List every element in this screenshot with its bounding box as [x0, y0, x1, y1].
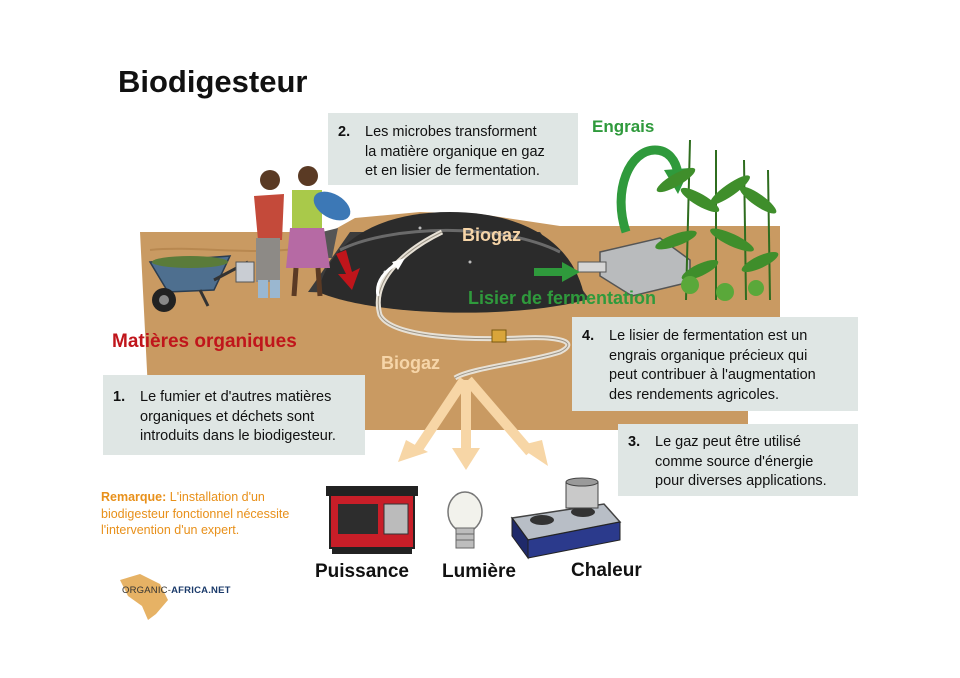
note-step-3: 3. Le gaz peut être utilisé comme source…	[618, 424, 858, 496]
label-lisier: Lisier de fermentation	[468, 288, 657, 308]
input-arrow	[336, 250, 360, 290]
note-step-4: 4. Le lisier de fermentation est un engr…	[572, 317, 858, 411]
farmer-woman	[286, 166, 351, 297]
stove-icon	[510, 477, 622, 560]
logo-text: ORGANIC-AFRICA.NET	[122, 585, 231, 596]
note-line: Les microbes transforment	[365, 124, 537, 140]
note-line: engrais organique précieux qui	[609, 347, 808, 364]
page-title: Biodigesteur	[118, 64, 308, 99]
logo-part1: ORGANIC-	[122, 585, 172, 596]
note-line: et en lisier de fermentation.	[365, 163, 540, 179]
note-step-2: 2. Les microbes transforment la matière …	[328, 113, 578, 185]
output-lumiere: Lumière	[442, 561, 516, 582]
label-biogaz-top: Biogaz	[462, 225, 522, 245]
lightbulb-icon	[447, 491, 483, 549]
remark-text: Remarque: L'installation d'un biodigeste…	[101, 489, 321, 539]
note-number: 4.	[582, 328, 595, 344]
note-line: Le lisier de fermentation est un	[609, 328, 808, 344]
note-line: Le gaz peut être utilisé	[655, 434, 801, 450]
note-number: 1.	[113, 389, 126, 405]
wheelbarrow	[148, 255, 249, 312]
note-line: comme source d'énergie	[655, 453, 814, 470]
farmer-man	[235, 170, 284, 298]
note-line: organiques et déchets sont	[140, 408, 315, 425]
note-line: des rendements agricoles.	[609, 386, 780, 403]
output-puissance: Puissance	[315, 561, 409, 582]
note-line: Le fumier et d'autres matières	[140, 389, 332, 405]
africa-logo-icon	[120, 574, 168, 620]
note-line: peut contribuer à l'augmentation	[609, 367, 816, 383]
output-chaleur: Chaleur	[571, 560, 642, 581]
label-matieres-organiques: Matières organiques	[112, 331, 297, 352]
label-engrais: Engrais	[592, 117, 655, 136]
remark-body: L'installation d'un biodigesteur fonctio…	[101, 490, 290, 537]
note-line: introduits dans le biodigesteur.	[140, 428, 336, 444]
logo-part2: AFRICA.NET	[171, 585, 231, 596]
remark-prefix: Remarque:	[101, 490, 167, 504]
note-step-1: 1. Le fumier et d'autres matières organi…	[103, 375, 365, 455]
engrais-arrow	[616, 145, 683, 234]
note-line: la matière organique en gaz	[365, 143, 545, 160]
generator-icon	[326, 486, 418, 554]
note-number: 3.	[628, 434, 641, 450]
biogaz-arrows	[411, 376, 534, 456]
label-biogaz-mid: Biogaz	[381, 353, 441, 373]
note-line: pour diverses applications.	[655, 473, 827, 489]
note-number: 2.	[338, 124, 351, 140]
